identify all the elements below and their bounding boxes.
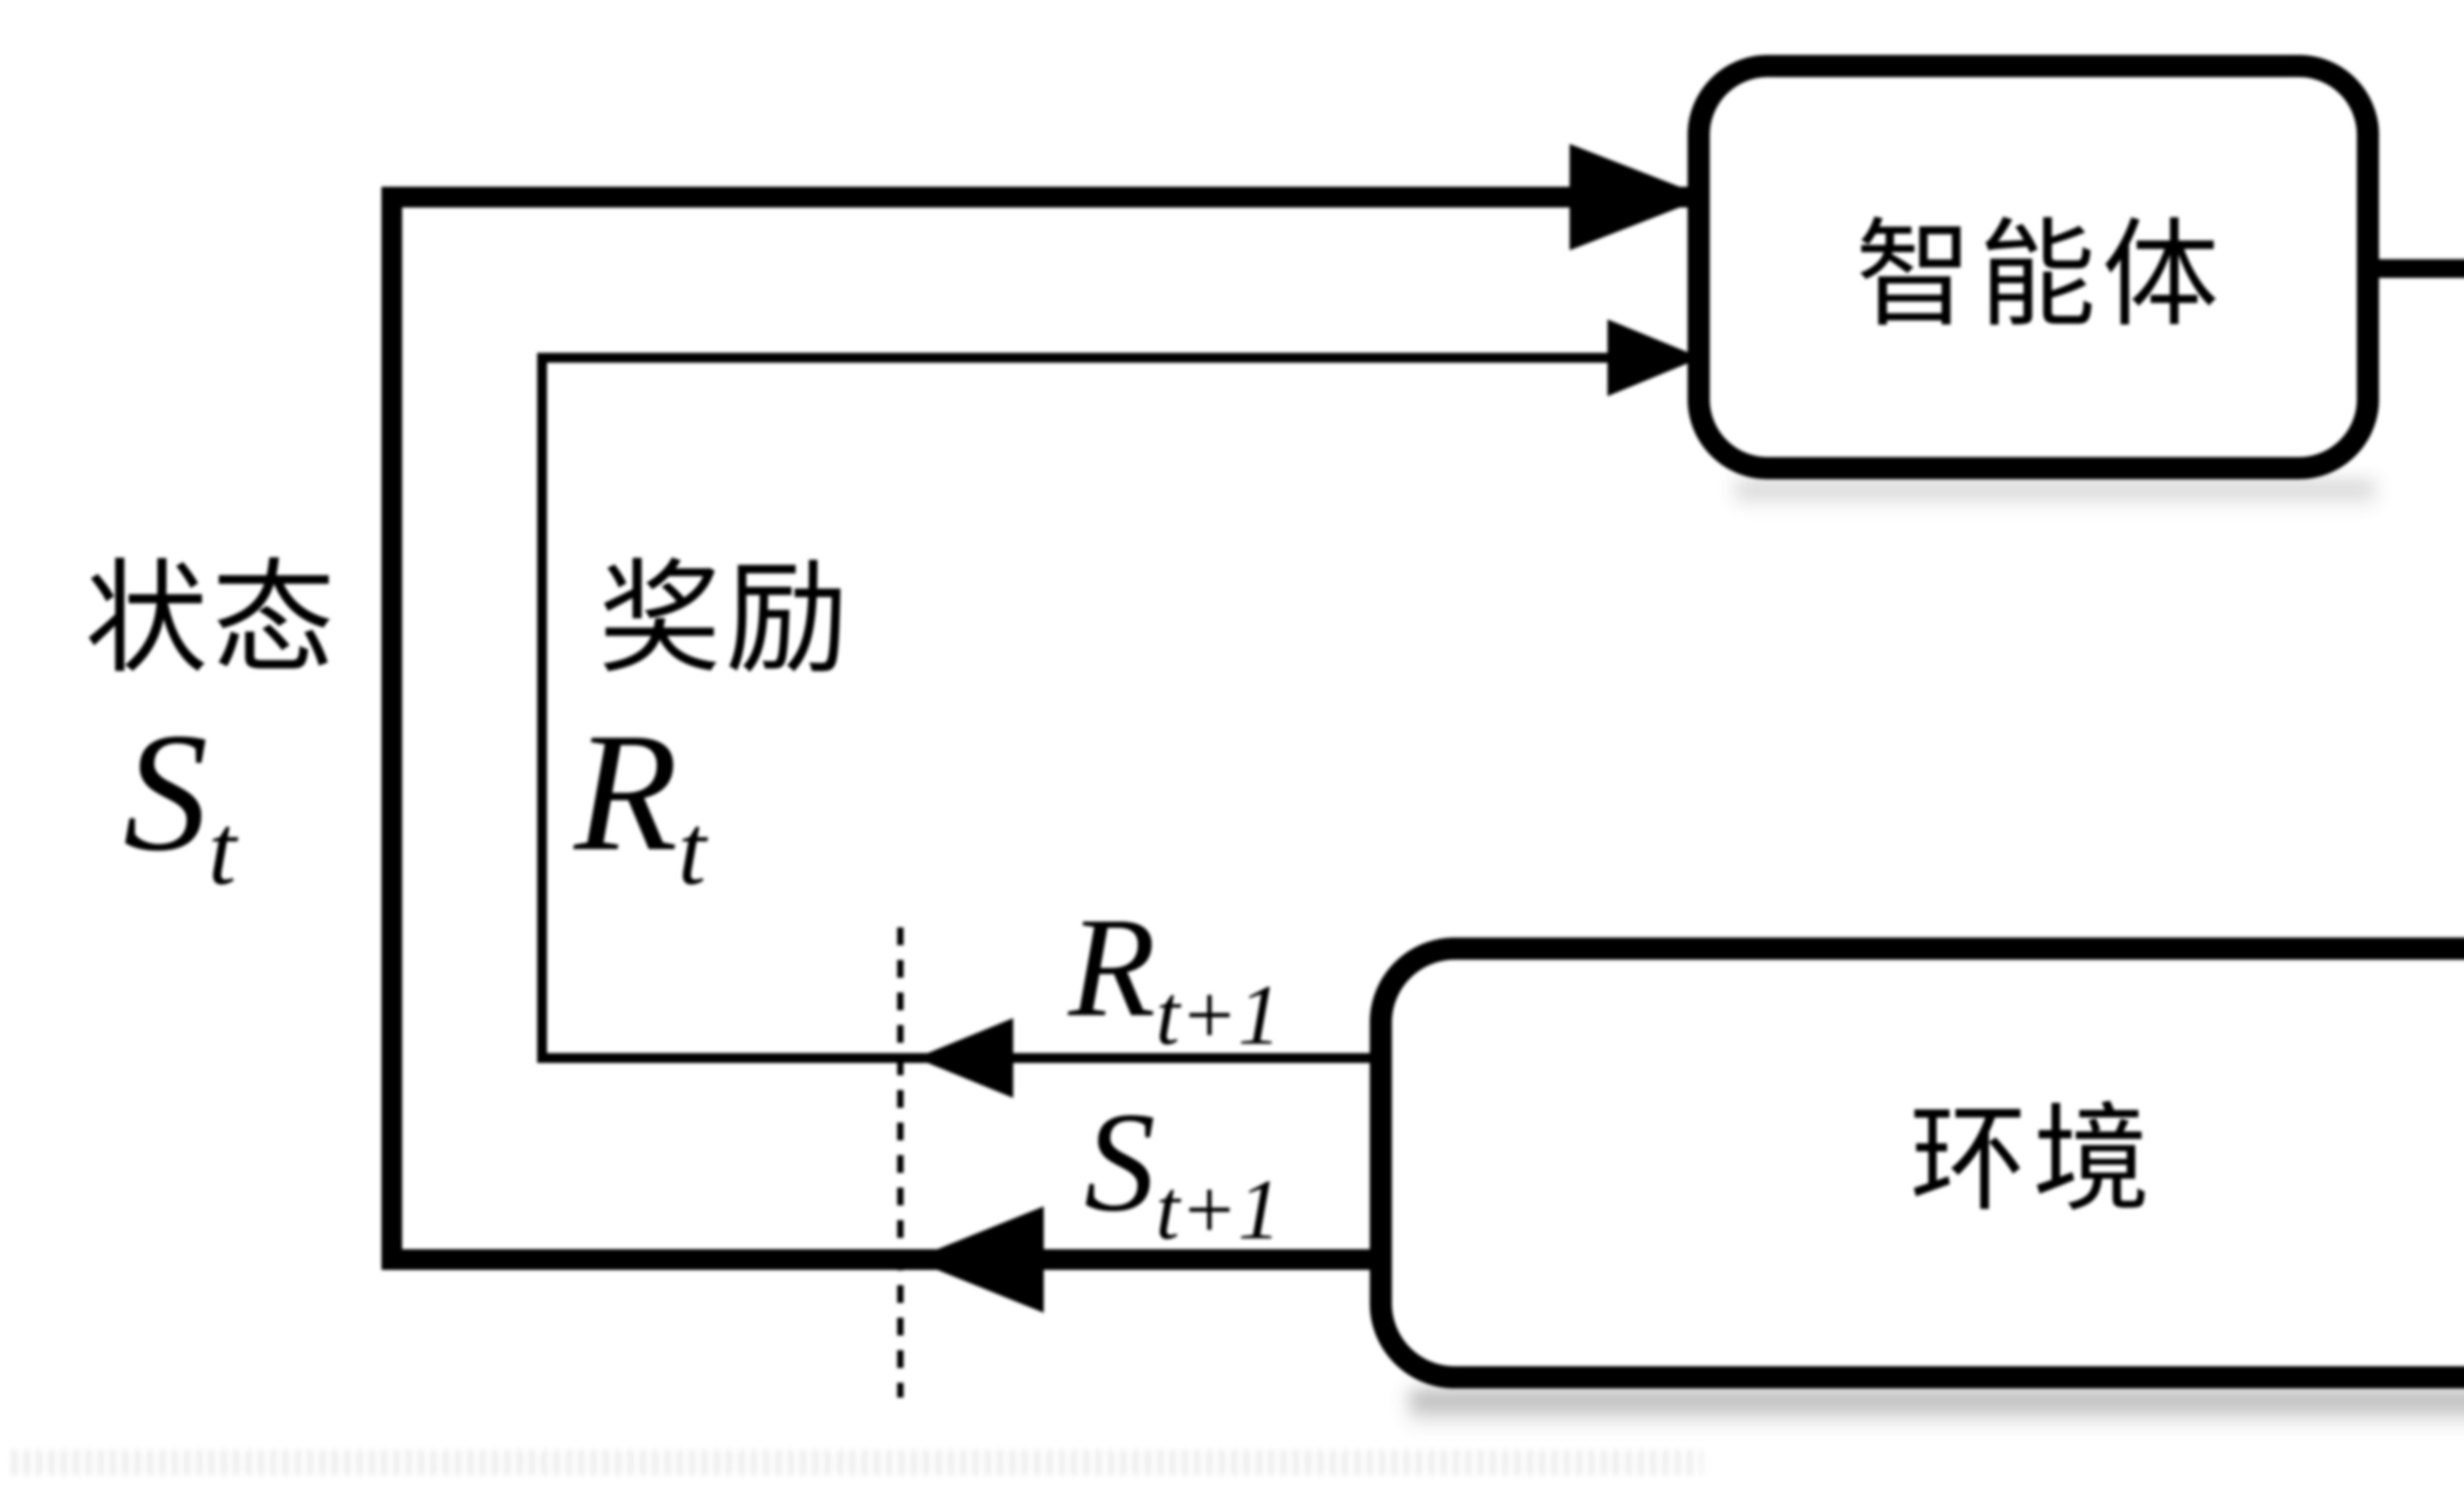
state-symbol-sub: t — [208, 794, 239, 906]
state-symbol: St — [123, 698, 239, 906]
cropped-caption-artifact — [12, 1450, 1703, 1475]
agent-node — [1687, 55, 2379, 479]
next-state-symbol: St+1 — [1084, 1083, 1281, 1257]
reward-symbol-sub: t — [678, 794, 709, 906]
next-state-symbol-main: S — [1084, 1083, 1156, 1241]
next-reward-symbol: Rt+1 — [1066, 888, 1281, 1062]
reward-symbol-main: R — [572, 698, 678, 886]
next-reward-arrowhead — [916, 1018, 1013, 1098]
reward-label: 奖励 — [598, 547, 853, 690]
next-reward-symbol-sub: t+1 — [1156, 967, 1281, 1062]
next-state-symbol-sub: t+1 — [1156, 1161, 1281, 1257]
reward-symbol: Rt — [572, 698, 709, 906]
environment-node — [1369, 937, 2464, 1389]
state-arrowhead-into-agent — [1570, 144, 1706, 250]
next-reward-symbol-main: R — [1066, 888, 1156, 1046]
reward-arrowhead-into-agent — [1608, 319, 1701, 396]
agent-shadow — [1735, 480, 2375, 510]
environment-node-label: 环境 — [1910, 1092, 2156, 1228]
state-symbol-main: S — [123, 698, 208, 886]
state-label: 状态 — [85, 547, 339, 690]
state-arrow — [381, 187, 1695, 1270]
agent-node-label: 智能体 — [1855, 207, 2225, 343]
environment-shadow — [1409, 1391, 2464, 1428]
next-state-arrowhead — [912, 1206, 1044, 1313]
